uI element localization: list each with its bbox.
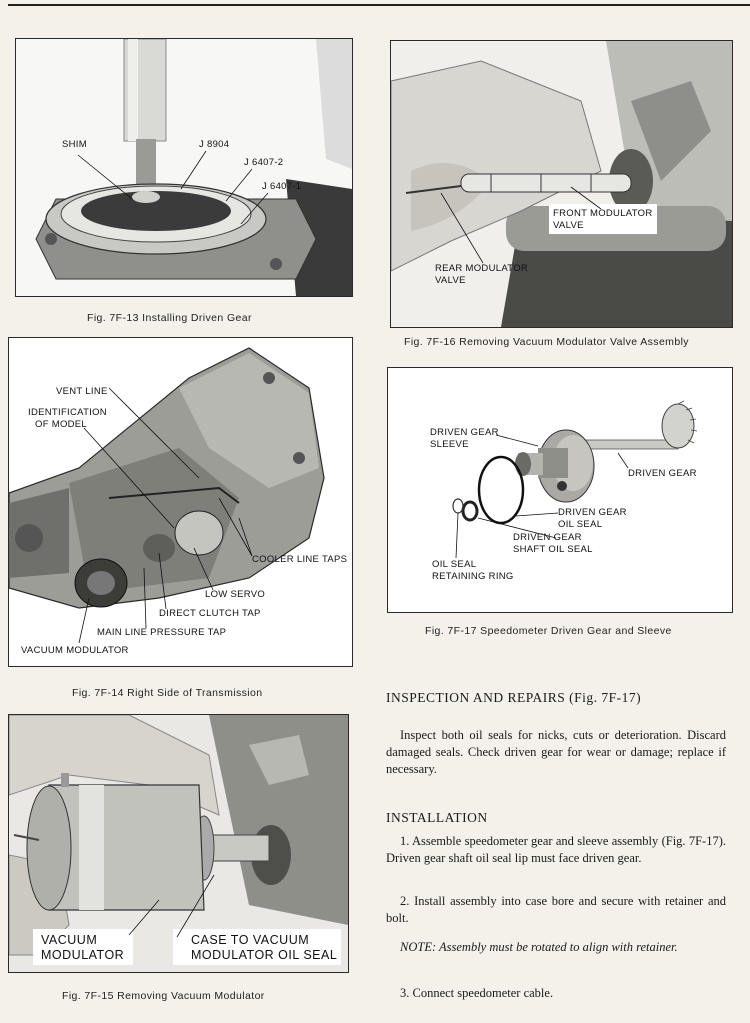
label-shaft-oil-seal-1: DRIVEN GEAR xyxy=(513,532,582,543)
heading-installation: INSTALLATION xyxy=(386,810,488,825)
paragraph-step-3: 3. Connect speedometer cable. xyxy=(386,985,726,1002)
paragraph-step-2: 2. Install assembly into case bore and s… xyxy=(386,893,726,927)
label-driven-gear-sleeve-1: DRIVEN GEAR xyxy=(430,427,499,438)
label-vacuum-modulator: VACUUM MODULATOR xyxy=(21,645,129,656)
top-rule xyxy=(8,4,750,6)
inspection-body-text: Inspect both oil seals for nicks, cuts o… xyxy=(386,728,726,776)
label-retaining-ring-1: OIL SEAL xyxy=(432,559,476,570)
caption-fig-7f-15: Fig. 7F-15 Removing Vacuum Modulator xyxy=(62,990,265,1002)
label-retaining-ring-2: RETAINING RING xyxy=(432,571,514,582)
figure-7f-15-photo: VACUUM MODULATOR CASE TO VACUUM MODULATO… xyxy=(8,714,349,973)
label-vent-line: VENT LINE xyxy=(56,386,108,397)
label-driven-gear-sleeve-2: SLEEVE xyxy=(430,439,469,450)
figure-7f-13-photo: SHIM J 8904 J 6407-2 J 6407-1 xyxy=(15,38,353,297)
label-identification-2: OF MODEL xyxy=(35,419,87,430)
label-j6407-1: J 6407-1 xyxy=(262,181,301,192)
label-case-to-vacuum-2: MODULATOR OIL SEAL xyxy=(191,948,337,962)
caption-fig-7f-13: Fig. 7F-13 Installing Driven Gear xyxy=(87,312,252,324)
figure-7f-14-photo: VENT LINE IDENTIFICATION OF MODEL COOLER… xyxy=(8,337,353,667)
label-front-modulator-1: FRONT MODULATOR xyxy=(553,208,653,219)
paragraph-note: NOTE: Assembly must be rotated to align … xyxy=(386,939,726,956)
step-3-text: 3. Connect speedometer cable. xyxy=(400,986,554,1000)
label-oil-seal-1: DRIVEN GEAR xyxy=(558,507,627,518)
heading-inspection-and-repairs: INSPECTION AND REPAIRS (Fig. 7F-17) xyxy=(386,690,642,705)
label-j8904: J 8904 xyxy=(199,139,229,150)
transmission-right-side-illustration: VENT LINE IDENTIFICATION OF MODEL COOLER… xyxy=(9,338,352,666)
label-j6407-2: J 6407-2 xyxy=(244,157,283,168)
label-vacuum-1: VACUUM xyxy=(41,933,97,947)
label-shaft-oil-seal-2: SHAFT OIL SEAL xyxy=(513,544,593,555)
caption-fig-7f-17: Fig. 7F-17 Speedometer Driven Gear and S… xyxy=(425,625,672,637)
label-driven-gear: DRIVEN GEAR xyxy=(628,468,697,479)
step-2-text: 2. Install assembly into case bore and s… xyxy=(386,894,726,925)
vacuum-modulator-removal-illustration: VACUUM MODULATOR CASE TO VACUUM MODULATO… xyxy=(9,715,348,972)
figure-7f-16-photo: FRONT MODULATOR VALVE REAR MODULATOR VAL… xyxy=(390,40,733,328)
label-rear-modulator-2: VALVE xyxy=(435,275,466,286)
step-1-text: 1. Assemble speedometer gear and sleeve … xyxy=(386,834,726,865)
figure-7f-17-photo: DRIVEN GEAR SLEEVE DRIVEN GEAR DRIVEN GE… xyxy=(387,367,733,613)
speedometer-driven-gear-illustration: DRIVEN GEAR SLEEVE DRIVEN GEAR DRIVEN GE… xyxy=(388,368,732,612)
label-main-line-pressure-tap: MAIN LINE PRESSURE TAP xyxy=(97,627,226,638)
label-vacuum-2: MODULATOR xyxy=(41,948,124,962)
label-case-to-vacuum-1: CASE TO VACUUM xyxy=(191,933,309,947)
driven-gear-install-illustration: SHIM J 8904 J 6407-2 J 6407-1 xyxy=(16,39,352,296)
paragraph-step-1: 1. Assemble speedometer gear and sleeve … xyxy=(386,833,726,867)
label-cooler-line-taps: COOLER LINE TAPS xyxy=(252,554,347,565)
label-identification-1: IDENTIFICATION xyxy=(28,407,107,418)
paragraph-inspection: Inspect both oil seals for nicks, cuts o… xyxy=(386,727,726,778)
label-front-modulator-2: VALVE xyxy=(553,220,584,231)
modulator-valve-removal-illustration: FRONT MODULATOR VALVE REAR MODULATOR VAL… xyxy=(391,41,732,327)
note-text: NOTE: Assembly must be rotated to align … xyxy=(400,940,678,954)
caption-fig-7f-14: Fig. 7F-14 Right Side of Transmission xyxy=(72,687,263,699)
label-oil-seal-2: OIL SEAL xyxy=(558,519,602,530)
label-rear-modulator-1: REAR MODULATOR xyxy=(435,263,528,274)
label-shim: SHIM xyxy=(62,139,87,150)
label-low-servo: LOW SERVO xyxy=(205,589,265,600)
label-direct-clutch-tap: DIRECT CLUTCH TAP xyxy=(159,608,261,619)
caption-fig-7f-16: Fig. 7F-16 Removing Vacuum Modulator Val… xyxy=(404,336,689,348)
